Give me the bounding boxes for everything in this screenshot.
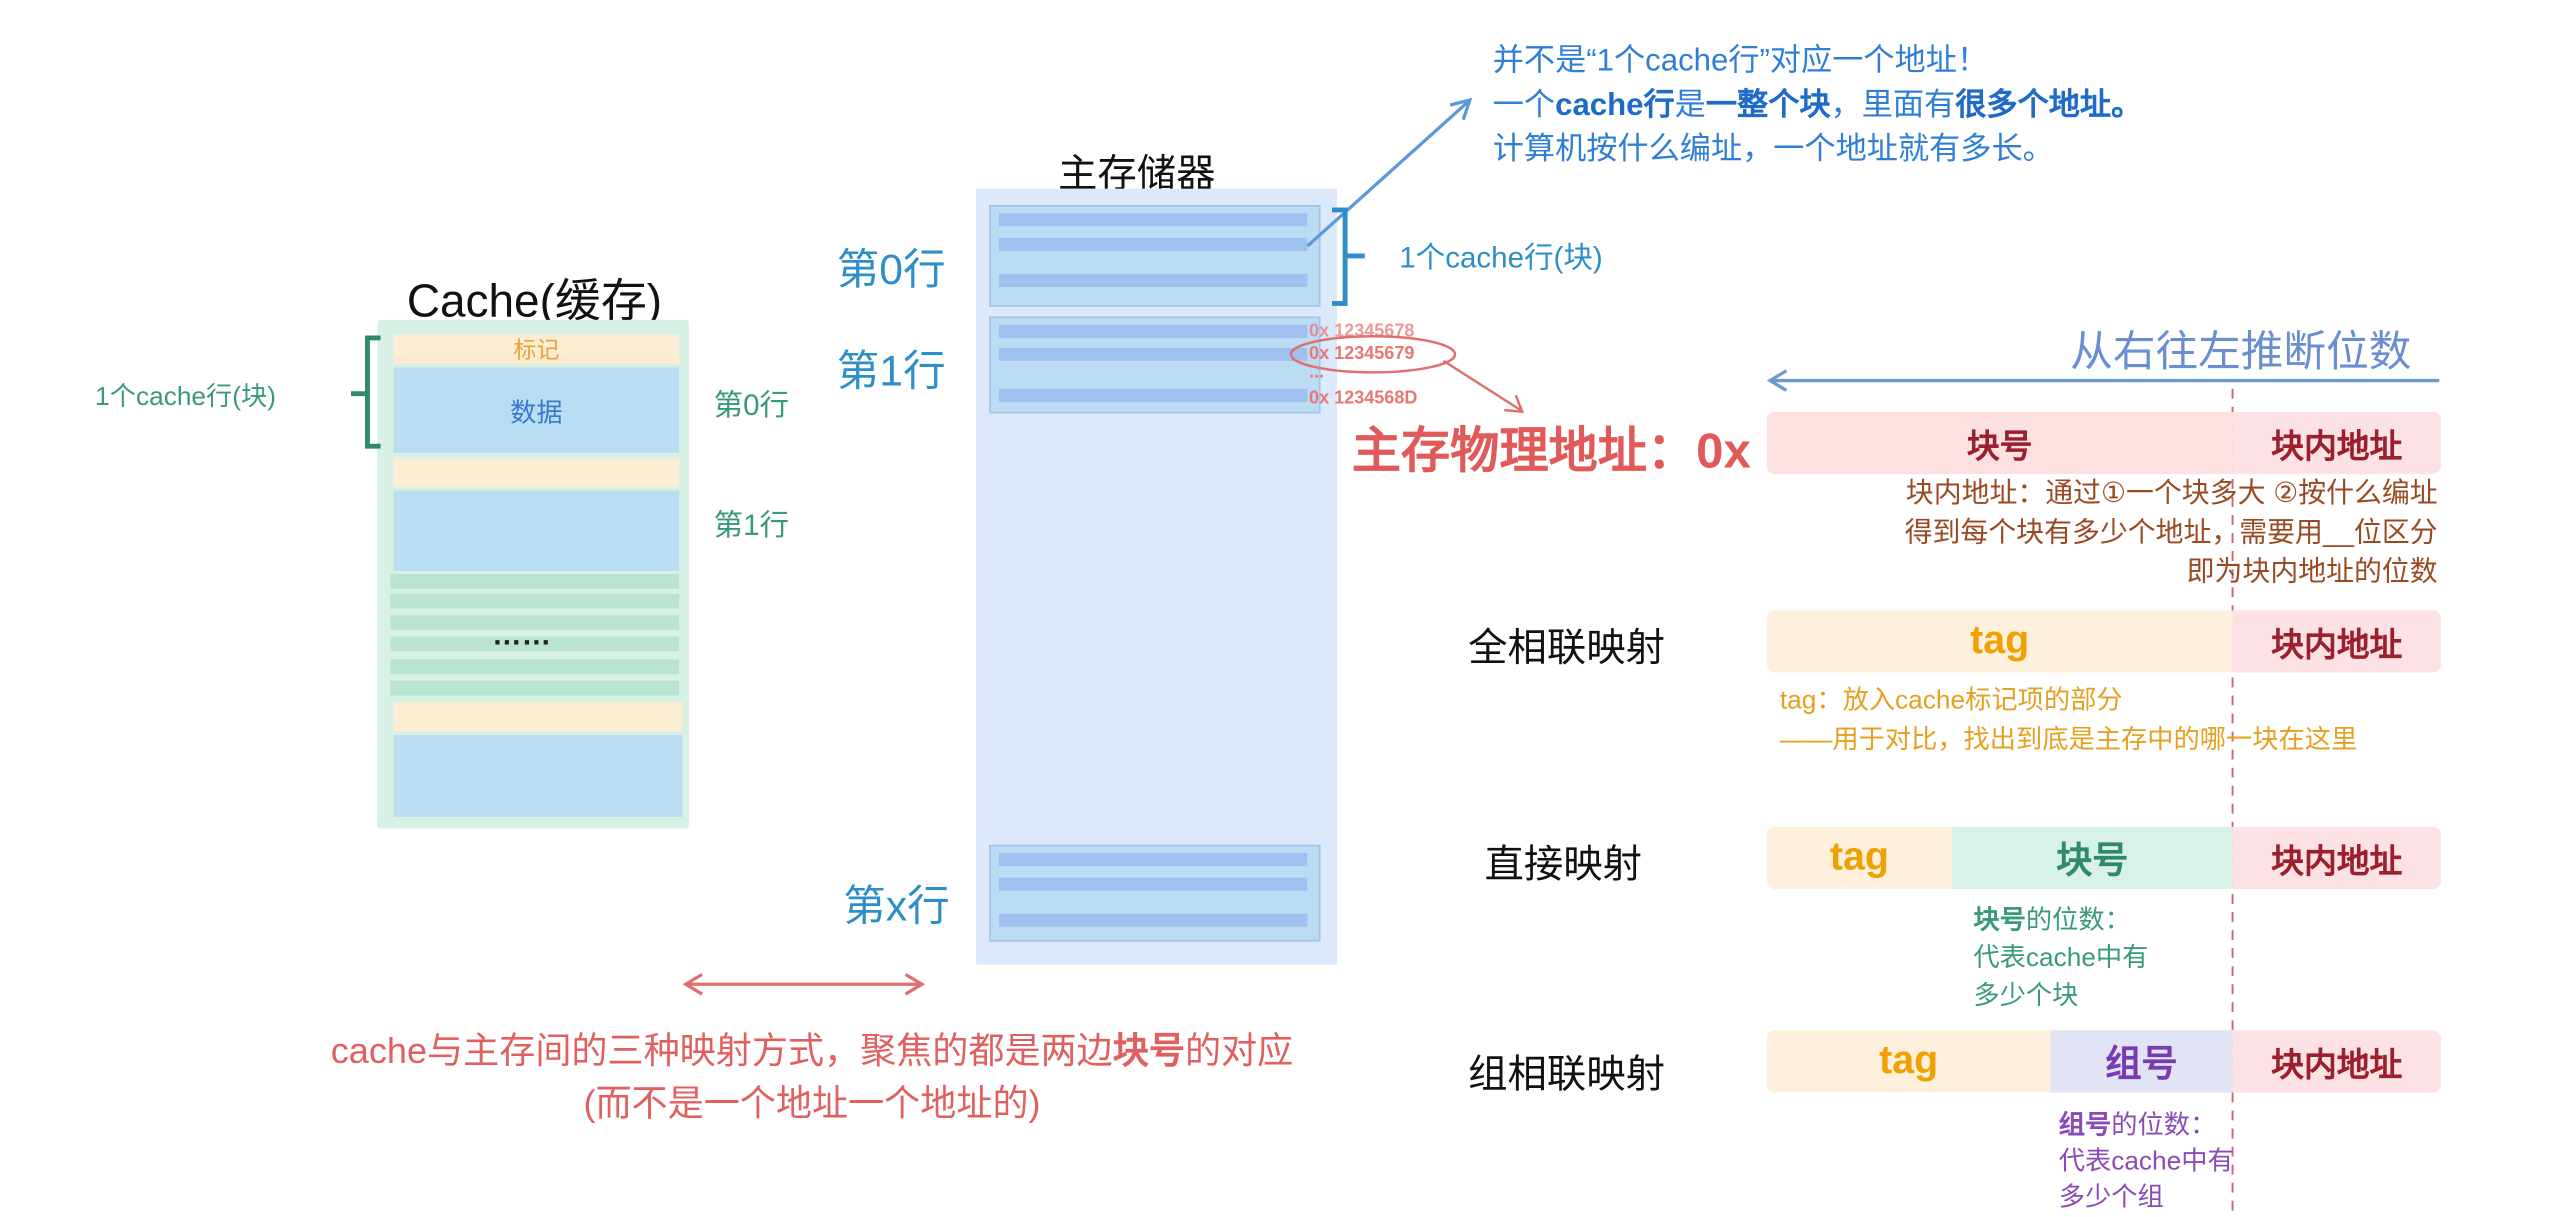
note-segment: cache行	[1555, 88, 1675, 124]
cache-line	[390, 574, 680, 589]
note-segment: 一整个块	[1705, 88, 1831, 124]
cache-tag-row	[393, 334, 680, 365]
red-arrow-icon	[1442, 359, 1522, 412]
address: 0x 1234568D	[1309, 388, 1418, 409]
address-format-bar: 块号 块内地址	[1766, 411, 2441, 475]
offset-note: 块内地址：通过①一个块多大 ②按什么编址 得到每个块有多少个地址，需要用__位区…	[1905, 474, 2438, 592]
set-number-field: 组号	[2050, 1030, 2233, 1093]
note-bold: 块号	[1973, 907, 2026, 936]
cache-tag-row	[393, 459, 680, 488]
cache-row-label: 1个cache行(块)	[95, 383, 277, 412]
cache-data-row	[393, 490, 680, 571]
address-highlighted: 0x 12345679	[1309, 344, 1415, 365]
memory-row0-label: 第0行	[836, 244, 946, 294]
note-line-2: 一个cache行是一整个块，里面有很多个地址。	[1493, 84, 2143, 128]
note-segment: 是	[1674, 88, 1706, 124]
memory-block-1	[989, 316, 1321, 414]
note-line: 多少个块	[1973, 982, 2079, 1011]
direct-mapping-bar: tag 块号 块内地址	[1766, 826, 2441, 890]
offset-field: 块内地址	[2232, 826, 2441, 890]
tag-note: tag：放入cache标记项的部分 ——用于对比，找出到底是主存中的哪一块在这里	[1780, 682, 2357, 761]
bottom-caption: cache与主存间的三种映射方式，聚焦的都是两边块号的对应 (而不是一个地址一个…	[238, 1025, 1386, 1130]
offset-note-line: 块内地址：通过①一个块多大 ②按什么编址	[1905, 477, 2438, 509]
cache-line	[390, 615, 680, 630]
offset-note-line: 即为块内地址的位数	[2186, 556, 2438, 588]
set-number-note: 组号的位数： 代表cache中有 多少个组	[2059, 1109, 2234, 1217]
address-ellipsis: ...	[1309, 362, 1325, 383]
block-number-field: 块号	[1766, 411, 2233, 475]
cache-data-row	[393, 734, 683, 817]
note-text: 的位数：	[2025, 907, 2131, 936]
offset-note-line: 得到每个块有多少个地址，需要用__位区分	[1904, 516, 2438, 548]
memory-rowx-label: 第x行	[843, 880, 950, 931]
full-associative-label: 全相联映射	[1468, 626, 1666, 671]
cache-line	[390, 636, 680, 652]
physical-address-label: 主存物理地址：0x	[1351, 424, 1751, 479]
tag-field: tag	[1766, 1030, 2051, 1093]
cache-tag-label: 标记	[513, 336, 560, 363]
offset-field: 块内地址	[2232, 411, 2441, 475]
cache-line	[390, 680, 680, 696]
cache-line	[390, 659, 680, 675]
memory-row-label: 1个cache行(块)	[1399, 241, 1603, 274]
caption-bold: 块号	[1112, 1030, 1185, 1072]
cache-tag-row	[393, 702, 683, 732]
note-line: 代表cache中有	[1973, 944, 2149, 973]
cache-bracket-icon	[351, 335, 381, 449]
note-segment: 很多个地址。	[1955, 88, 2143, 124]
offset-field: 块内地址	[2232, 1030, 2441, 1093]
tag-field: tag	[1766, 610, 2233, 673]
note-bold: 组号	[2058, 1112, 2112, 1141]
cache-row1-label: 第1行	[713, 508, 790, 542]
set-associative-bar: tag 组号 块内地址	[1766, 1030, 2441, 1093]
full-associative-bar: tag 块内地址	[1766, 610, 2441, 673]
direct-mapping-label: 直接映射	[1484, 843, 1643, 888]
memory-row1-label: 第1行	[836, 346, 946, 396]
note-line-1: 并不是“1个cache行”对应一个地址！	[1492, 44, 1989, 79]
offset-field: 块内地址	[2232, 610, 2441, 673]
cache-line	[390, 593, 680, 609]
cache-row0-label: 第0行	[713, 388, 790, 422]
set-associative-label: 组相联映射	[1468, 1053, 1666, 1098]
block-number-field: 块号	[1952, 826, 2233, 890]
cache-title: Cache(缓存)	[406, 275, 663, 327]
block-number-note: 块号的位数： 代表cache中有 多少个块	[1973, 902, 2148, 1015]
tag-field: tag	[1766, 826, 1953, 890]
caption-line-2: (而不是一个地址一个地址的)	[583, 1082, 1041, 1124]
note-text: 的位数：	[2111, 1112, 2217, 1141]
caption-text: cache与主存间的三种映射方式，聚焦的都是两边	[330, 1030, 1113, 1072]
tag-note-line: tag：放入cache标记项的部分	[1779, 687, 2123, 716]
note-text: 并不是“1个cache行”对应一个地址！ 一个cache行是一整个块，里面有很多…	[1493, 39, 2143, 172]
note-segment: 一个	[1492, 88, 1556, 124]
note-line-3: 计算机按什么编址，一个地址就有多长。	[1492, 132, 2054, 168]
cache-ellipsis: ……	[492, 618, 552, 652]
note-line: 代表cache中有	[2058, 1148, 2234, 1177]
note-line: 多少个组	[2058, 1184, 2164, 1213]
cache-data-label: 数据	[510, 400, 563, 429]
note-segment: ，里面有	[1830, 88, 1956, 124]
direction-label: 从右往左推断位数	[2070, 326, 2412, 376]
memory-block-0	[989, 205, 1321, 307]
memory-block-x	[989, 844, 1321, 942]
caption-text: 的对应	[1184, 1030, 1294, 1072]
tag-note-line: ——用于对比，找出到底是主存中的哪一块在这里	[1779, 726, 2358, 755]
cache-data-row	[393, 367, 680, 453]
address: 0x 12345678	[1309, 321, 1415, 342]
